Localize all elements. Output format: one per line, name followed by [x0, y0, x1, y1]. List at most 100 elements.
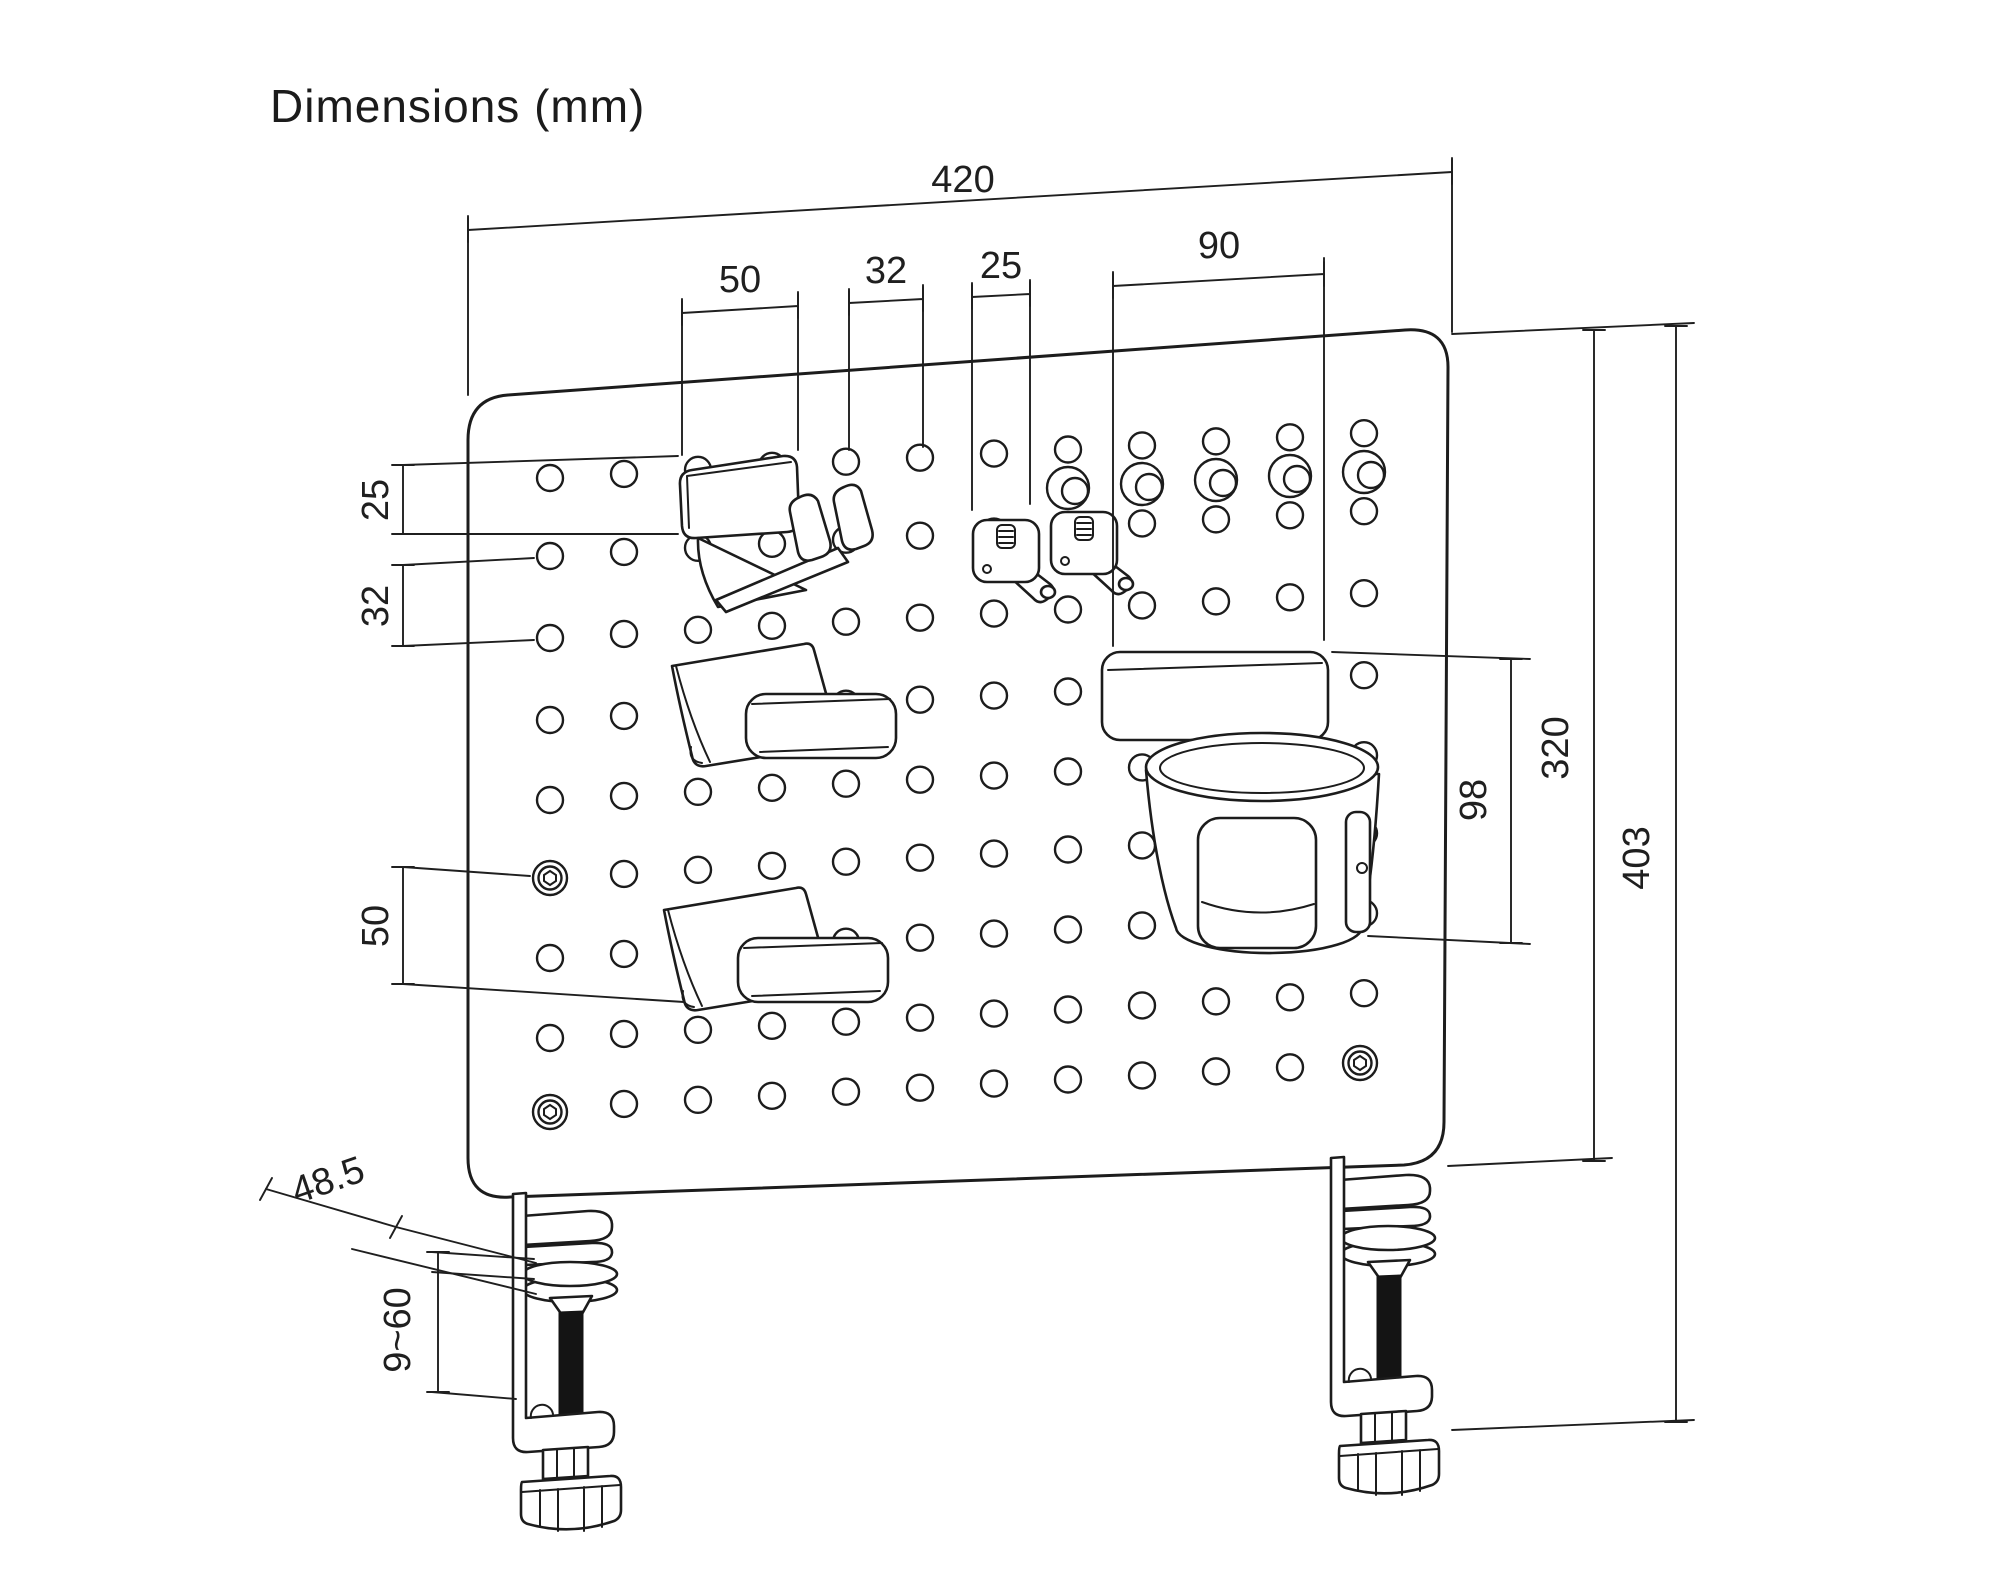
peg-hole: [683, 1085, 713, 1115]
dim-label-32-left: 32: [355, 585, 397, 627]
peg-hole: [609, 1019, 639, 1049]
peg-hole: [1127, 509, 1157, 538]
peg-hole: [831, 847, 861, 876]
peg-hole: [831, 607, 861, 636]
dim-label-9-60: 9~60: [377, 1287, 419, 1373]
peg-hole: [1349, 579, 1379, 608]
peg-hole: [1349, 979, 1379, 1008]
peg-hole: [979, 919, 1009, 948]
peg-hole: [905, 765, 935, 794]
mounting-screw: [531, 1093, 569, 1131]
desk-clamps: [511, 1155, 1441, 1533]
peg-hole: [1127, 431, 1157, 460]
peg-hole: [1201, 1057, 1231, 1086]
dim-cup-bracket-width: 90: [1112, 225, 1325, 647]
headphone-hook: [678, 454, 874, 614]
dim-label-25-left: 25: [355, 479, 397, 521]
desk-clamp-left: [511, 1191, 623, 1533]
peg-hole: [905, 443, 935, 472]
peg-hole: [535, 463, 565, 493]
peg: [1267, 453, 1313, 499]
peg-hole: [1127, 591, 1157, 620]
peg-hole: [905, 685, 935, 714]
peg: [1119, 461, 1165, 507]
peg-hole: [1053, 595, 1083, 624]
page-title: Dimensions (mm): [270, 80, 645, 132]
dim-label-50-left: 50: [355, 905, 397, 947]
peg-hole: [1053, 1065, 1083, 1094]
peg-hole: [757, 1011, 787, 1040]
peg-hole: [905, 521, 935, 550]
peg-hole: [609, 939, 639, 969]
peg-hole: [609, 859, 639, 889]
peg-hole: [979, 761, 1009, 790]
peg-hole: [535, 785, 565, 815]
dim-panel-height: 320: [1447, 322, 1695, 1167]
peg-hole: [609, 619, 639, 649]
peg-hole: [1053, 677, 1083, 706]
peg-hole: [979, 999, 1009, 1028]
peg: [1341, 449, 1387, 495]
peg-hole: [979, 681, 1009, 710]
peg-hole: [1349, 497, 1379, 526]
peg-hole: [757, 1081, 787, 1110]
peg-hole: [831, 447, 861, 476]
peg-hole: [535, 1023, 565, 1053]
peg-hole: [1349, 661, 1379, 690]
peg-hole: [535, 943, 565, 973]
peg-hole: [831, 1007, 861, 1036]
peg-hole: [1275, 423, 1305, 452]
peg-hole: [683, 855, 713, 885]
peg-hole: [1127, 991, 1157, 1020]
dim-label-98: 98: [1453, 779, 1495, 821]
peg-hole: [905, 923, 935, 952]
dim-clamp-range: 9~60: [377, 1251, 535, 1400]
peg: [1045, 465, 1091, 511]
peg-hole: [757, 611, 787, 640]
peg-hole: [905, 843, 935, 872]
peg-hole: [1053, 995, 1083, 1024]
peg-hole: [1053, 435, 1083, 464]
dim-label-403: 403: [1616, 826, 1658, 889]
peg-hole: [831, 1077, 861, 1106]
dim-hole-pitch: 32: [848, 250, 924, 451]
peg-hole: [609, 1089, 639, 1119]
peg-hole: [979, 599, 1009, 628]
peg-hole: [683, 615, 713, 645]
dim-total-height: 403: [1451, 325, 1695, 1431]
desk-clamp-right: [1329, 1155, 1441, 1497]
peg-hole: [683, 777, 713, 807]
peg-hole: [905, 1073, 935, 1102]
dim-cup-height: 98: [1331, 651, 1531, 945]
peg-hole: [905, 603, 935, 632]
peg-hole: [1201, 505, 1231, 534]
peg-hole: [1127, 911, 1157, 940]
peg-hole: [1275, 501, 1305, 530]
dim-label-48-5: 48.5: [286, 1149, 370, 1213]
dim-row-gap-mid: 32: [355, 557, 535, 647]
peg-hole: [609, 537, 639, 567]
dim-label-50-top: 50: [719, 259, 761, 301]
dim-top-width: 420: [467, 157, 1453, 396]
peg-hole: [1201, 587, 1231, 616]
peg-hole: [1053, 757, 1083, 786]
dim-label-90: 90: [1198, 225, 1240, 267]
peg-hole: [1275, 583, 1305, 612]
dim-hook-spacing: 25: [971, 245, 1031, 511]
peg-hole: [1201, 427, 1231, 456]
peg-hole: [1053, 835, 1083, 864]
dim-row-gap-top: 25: [355, 455, 679, 535]
peg-hole: [979, 1069, 1009, 1098]
dim-row-gap-low: 50: [355, 866, 685, 1003]
peg-hole: [1127, 1061, 1157, 1090]
mounting-screw: [531, 859, 569, 897]
dim-label-320: 320: [1535, 716, 1577, 779]
peg: [1193, 457, 1239, 503]
dim-label-420: 420: [931, 159, 994, 201]
peg-hole: [979, 439, 1009, 468]
peg-hole: [609, 781, 639, 811]
peg-hole: [757, 773, 787, 802]
peg-hole: [683, 1015, 713, 1045]
